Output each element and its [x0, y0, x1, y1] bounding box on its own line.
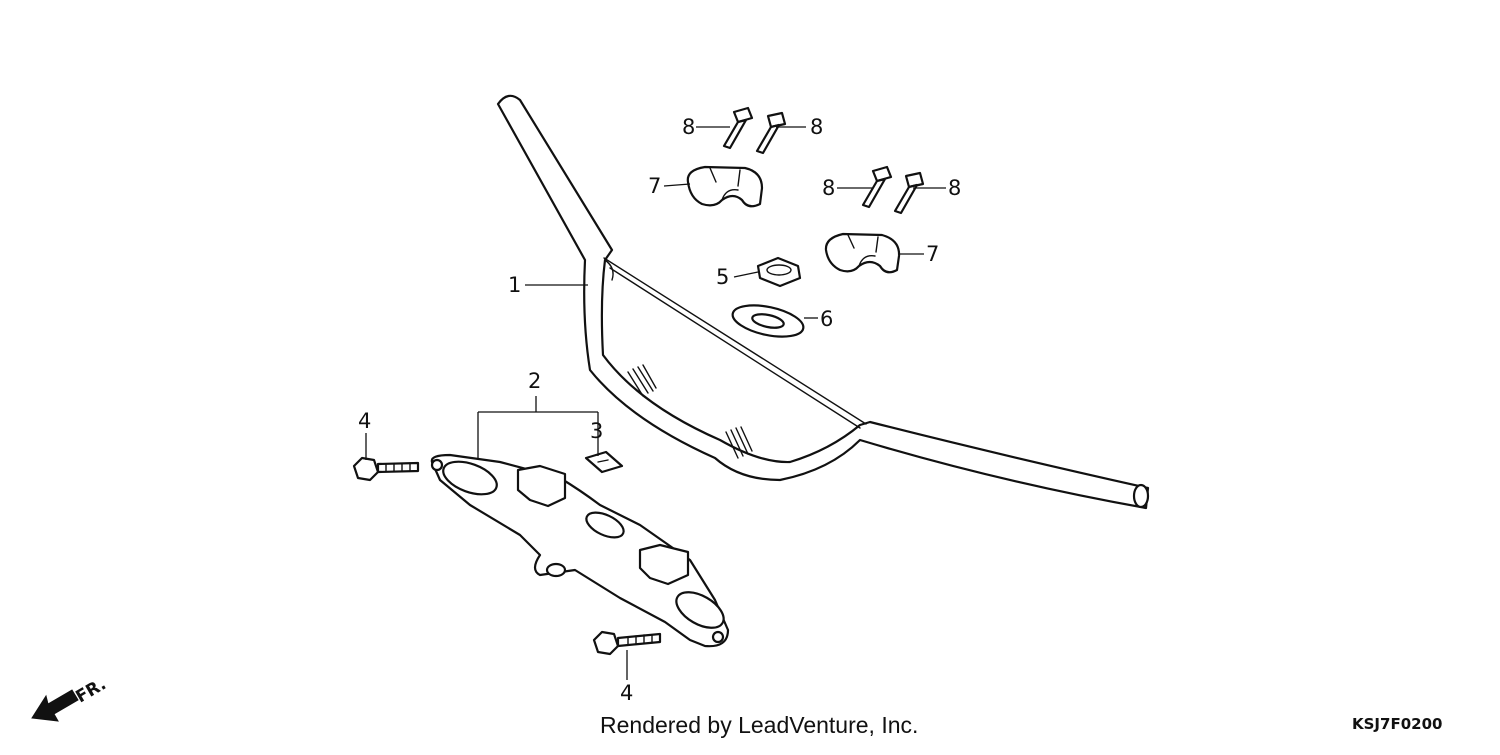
- callout-8a: 8: [682, 115, 695, 139]
- callout-2: 2: [528, 369, 541, 393]
- callout-4-lower: 4: [620, 681, 633, 705]
- front-arrow-icon: [31, 689, 79, 722]
- leader-lines: [365, 126, 946, 680]
- front-direction-indicator: FR.: [31, 674, 110, 722]
- bolt-4-upper[interactable]: [352, 456, 420, 482]
- render-credit: Rendered by LeadVenture, Inc.: [600, 712, 918, 738]
- callout-3: 3: [590, 419, 603, 443]
- callout-1: 1: [508, 273, 521, 297]
- handlebar[interactable]: [496, 94, 1150, 510]
- diagram-code: KSJ7F0200: [1352, 715, 1442, 733]
- clip-nut[interactable]: [584, 450, 624, 474]
- steering-stem-nut[interactable]: [756, 256, 802, 288]
- upper-handlebar-holder-left[interactable]: [686, 165, 764, 208]
- bolt-8a[interactable]: [722, 106, 754, 150]
- callout-6: 6: [820, 307, 833, 331]
- callout-5: 5: [716, 265, 729, 289]
- callout-4-upper: 4: [358, 409, 371, 433]
- bolt-8b[interactable]: [755, 111, 787, 155]
- top-bridge[interactable]: [430, 453, 730, 648]
- bolt-8c[interactable]: [861, 165, 893, 209]
- callout-7-right: 7: [926, 242, 939, 266]
- callout-8c: 8: [822, 176, 835, 200]
- callout-8b: 8: [810, 115, 823, 139]
- washer[interactable]: [730, 300, 806, 342]
- bolt-8d[interactable]: [893, 171, 925, 215]
- front-label: FR.: [73, 674, 110, 707]
- callout-7-left: 7: [648, 174, 661, 198]
- callout-8d: 8: [948, 176, 961, 200]
- bolt-4-lower[interactable]: [592, 630, 662, 656]
- upper-handlebar-holder-right[interactable]: [824, 232, 901, 274]
